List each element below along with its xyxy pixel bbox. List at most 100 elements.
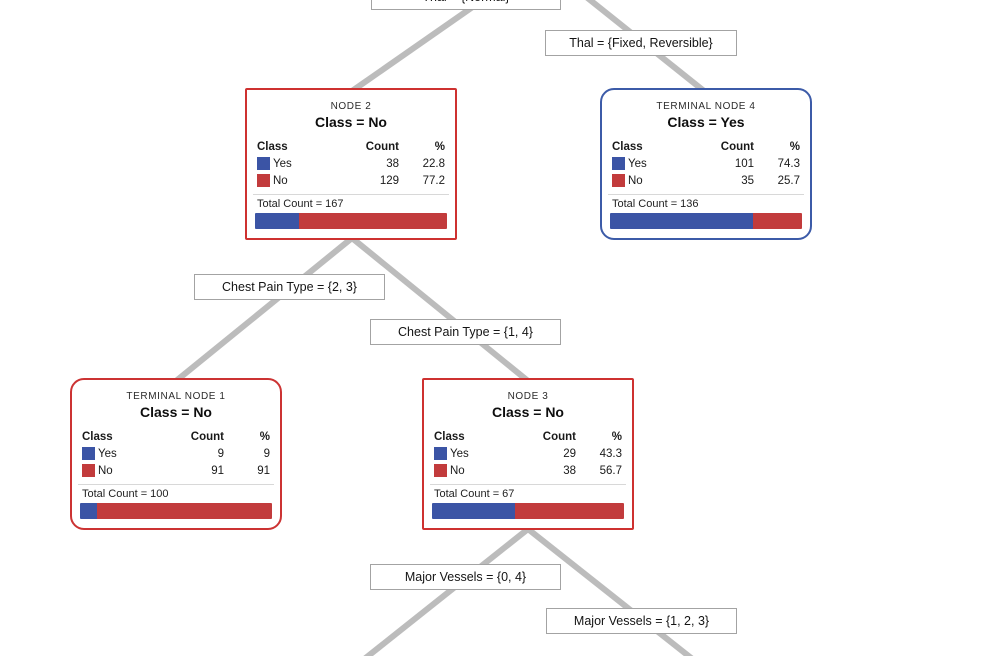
- row-count: 91: [211, 464, 224, 477]
- row-count: 29: [563, 447, 576, 460]
- bar-segment-no: [752, 213, 802, 229]
- row-pct: 25.7: [777, 174, 800, 187]
- edge-label-thal-normal: Thal = {Normal}: [371, 0, 561, 10]
- node-table-header: Class Count %: [424, 429, 632, 445]
- edge-node-3-right-child: [526, 526, 694, 656]
- row-label: Yes: [628, 157, 647, 170]
- header-count: Count: [365, 141, 399, 153]
- header-pct: %: [611, 431, 622, 443]
- row-label-cell: No: [434, 464, 516, 477]
- row-count: 9: [217, 447, 224, 460]
- class-distribution-bar: [610, 213, 802, 229]
- header-count: Count: [190, 431, 224, 443]
- node-row-no: No 35 25.7: [602, 172, 810, 189]
- row-label: No: [98, 464, 113, 477]
- row-count: 129: [379, 174, 399, 187]
- tree-terminal-node-4[interactable]: TERMINAL NODE 4 Class = Yes Class Count …: [600, 88, 812, 240]
- divider: [78, 484, 274, 485]
- tree-terminal-node-1[interactable]: TERMINAL NODE 1 Class = No Class Count %…: [70, 378, 282, 530]
- node-title: TERMINAL NODE 1: [126, 391, 226, 402]
- tree-node-2[interactable]: NODE 2 Class = No Class Count % Yes 38 2…: [245, 88, 457, 240]
- edge-root-to-node-2: [350, 0, 488, 94]
- node-class-label: Class = Yes: [667, 114, 745, 130]
- row-label: No: [628, 174, 643, 187]
- row-label-cell: No: [257, 174, 339, 187]
- node-class-label: Class = No: [492, 404, 564, 420]
- row-label: No: [273, 174, 288, 187]
- header-class: Class: [82, 431, 113, 443]
- yes-swatch: [612, 157, 625, 170]
- total-count: Total Count = 67: [434, 488, 515, 500]
- total-count: Total Count = 100: [82, 488, 169, 500]
- node-row-no: No 38 56.7: [424, 462, 632, 479]
- header-count: Count: [542, 431, 576, 443]
- divider: [430, 484, 626, 485]
- node-row-yes: Yes 101 74.3: [602, 155, 810, 172]
- header-class: Class: [612, 141, 643, 153]
- node-title: TERMINAL NODE 4: [656, 101, 756, 112]
- edge-node-2-to-terminal-1: [174, 235, 354, 384]
- total-count: Total Count = 167: [257, 198, 344, 210]
- node-row-yes: Yes 29 43.3: [424, 445, 632, 462]
- row-count: 101: [734, 157, 754, 170]
- node-table-header: Class Count %: [247, 139, 455, 155]
- node-title: NODE 2: [330, 101, 372, 112]
- edge-label-chest-pain-2-3: Chest Pain Type = {2, 3}: [194, 274, 385, 300]
- row-label-cell: Yes: [257, 157, 339, 170]
- row-pct: 56.7: [599, 464, 622, 477]
- row-label: Yes: [98, 447, 117, 460]
- node-table-header: Class Count %: [602, 139, 810, 155]
- edge-label-thal-fixed-reversible: Thal = {Fixed, Reversible}: [545, 30, 737, 56]
- edge-root-to-terminal-4: [585, 0, 706, 94]
- node-class-label: Class = No: [140, 404, 212, 420]
- class-distribution-bar: [432, 503, 624, 519]
- edge-label-chest-pain-1-4: Chest Pain Type = {1, 4}: [370, 319, 561, 345]
- bar-segment-no: [97, 503, 272, 519]
- header-pct: %: [259, 431, 270, 443]
- node-row-no: No 91 91: [72, 462, 280, 479]
- yes-swatch: [434, 447, 447, 460]
- header-count: Count: [720, 141, 754, 153]
- class-distribution-bar: [255, 213, 447, 229]
- row-count: 38: [386, 157, 399, 170]
- row-pct: 77.2: [422, 174, 445, 187]
- node-table-header: Class Count %: [72, 429, 280, 445]
- bar-segment-no: [515, 503, 624, 519]
- bar-segment-no: [298, 213, 447, 229]
- row-pct: 9: [263, 447, 270, 460]
- no-swatch: [82, 464, 95, 477]
- divider: [608, 194, 804, 195]
- row-label-cell: No: [612, 174, 694, 187]
- edge-label-major-vessels-1-2-3: Major Vessels = {1, 2, 3}: [546, 608, 737, 634]
- no-swatch: [434, 464, 447, 477]
- row-pct: 22.8: [422, 157, 445, 170]
- yes-swatch: [257, 157, 270, 170]
- row-label: Yes: [273, 157, 292, 170]
- total-count: Total Count = 136: [612, 198, 699, 210]
- class-distribution-bar: [80, 503, 272, 519]
- node-row-yes: Yes 38 22.8: [247, 155, 455, 172]
- node-row-yes: Yes 9 9: [72, 445, 280, 462]
- header-class: Class: [257, 141, 288, 153]
- row-label-cell: No: [82, 464, 164, 477]
- node-row-no: No 129 77.2: [247, 172, 455, 189]
- header-pct: %: [434, 141, 445, 153]
- tree-node-3[interactable]: NODE 3 Class = No Class Count % Yes 29 4…: [422, 378, 634, 530]
- bar-segment-yes: [432, 503, 516, 519]
- header-class: Class: [434, 431, 465, 443]
- row-pct: 74.3: [777, 157, 800, 170]
- no-swatch: [257, 174, 270, 187]
- bar-segment-yes: [610, 213, 753, 229]
- row-count: 35: [741, 174, 754, 187]
- row-pct: 91: [257, 464, 270, 477]
- divider: [253, 194, 449, 195]
- bar-segment-yes: [255, 213, 299, 229]
- row-label: No: [450, 464, 465, 477]
- header-pct: %: [789, 141, 800, 153]
- row-count: 38: [563, 464, 576, 477]
- row-label-cell: Yes: [82, 447, 164, 460]
- yes-swatch: [82, 447, 95, 460]
- bar-segment-yes: [80, 503, 98, 519]
